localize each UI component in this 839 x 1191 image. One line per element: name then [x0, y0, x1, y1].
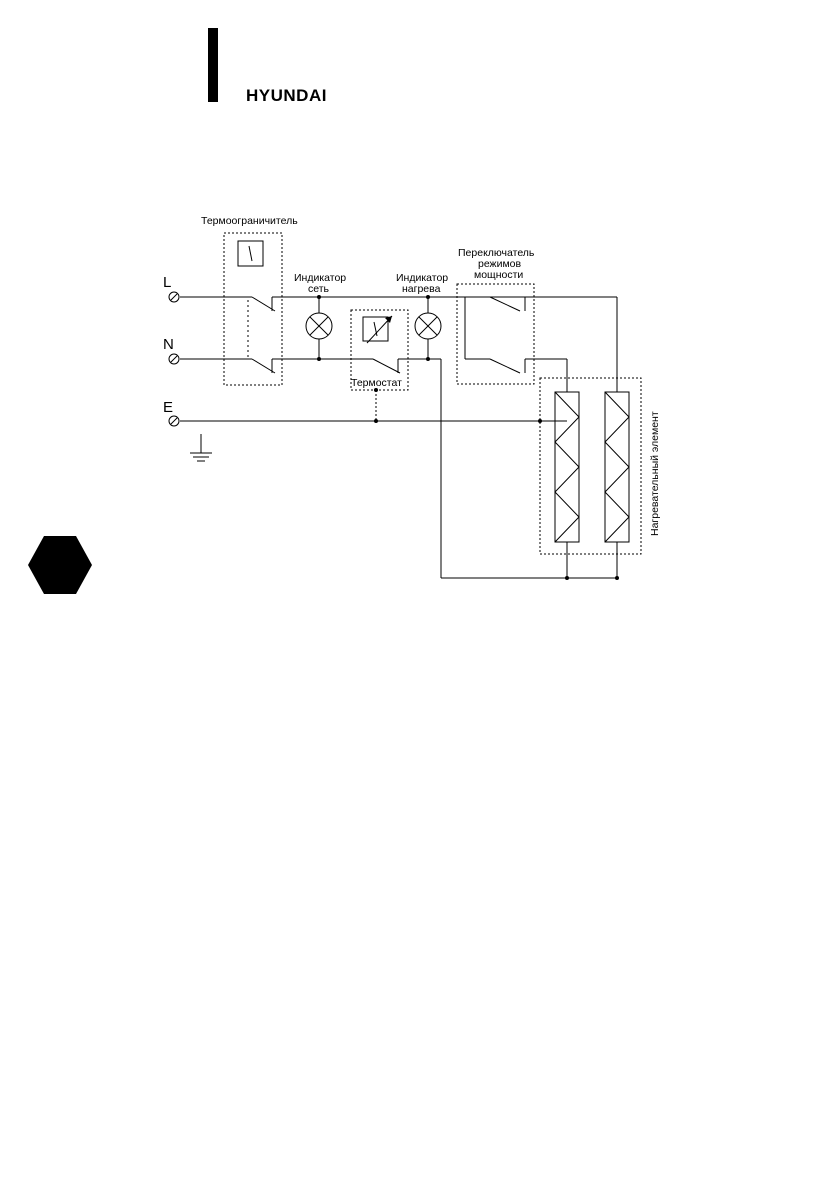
terminal-l [168, 291, 180, 303]
terminal-e [168, 415, 180, 427]
limiter-switch-l [251, 296, 276, 312]
mode-switch-box [456, 283, 535, 385]
terminal-e-label: E [163, 399, 173, 416]
thermal-limiter-box [223, 232, 283, 386]
terminal-n-label: N [163, 336, 174, 353]
label-thermostat: Термостат [351, 377, 402, 389]
thermostat-sensor [362, 316, 389, 342]
label-mode-switch-1: Переключатель [458, 247, 535, 259]
limiter-switch-n [251, 358, 276, 374]
label-indicator-mains-2: сеть [308, 283, 330, 295]
brand-bar [208, 28, 218, 102]
terminal-n [168, 353, 180, 365]
thermal-limiter-sensor [237, 240, 264, 267]
heating-element-box [539, 377, 642, 555]
heating-coil-2 [604, 391, 630, 543]
label-mode-switch-3: мощности [474, 269, 523, 281]
heating-coil-1 [554, 391, 580, 543]
page-tab-hexagon [28, 536, 92, 594]
thermostat-box [350, 309, 409, 391]
label-mode-switch-2: режимов [478, 258, 522, 270]
terminal-l-label: L [163, 274, 171, 291]
label-indicator-mains-1: Индикатор [294, 272, 346, 284]
label-heating-element: Нагревательный элемент [649, 411, 661, 536]
label-thermal-limiter: Термоограничитель [201, 215, 298, 227]
label-indicator-heating-1: Индикатор [396, 272, 448, 284]
label-indicator-heating-2: нагрева [402, 283, 441, 295]
brand-logo: HYUNDAI [246, 86, 327, 105]
